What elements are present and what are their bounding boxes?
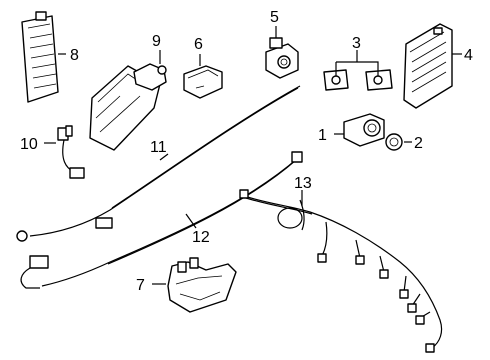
callout-13: 13: [294, 175, 312, 192]
callout-1: 1: [318, 127, 327, 144]
part-1-parking-sensor: [334, 113, 385, 147]
part-13-bumper-harness: [239, 189, 443, 353]
callout-2: 2: [414, 135, 423, 152]
callout-8: 8: [70, 47, 79, 64]
part-11-cable: [16, 85, 301, 242]
callout-9: 9: [152, 33, 161, 50]
part-12-cable: [20, 151, 303, 289]
part-9-actuator: [89, 50, 167, 151]
callout-12: 12: [192, 229, 210, 246]
part-2-seal-ring: [385, 133, 412, 151]
part-10-harness: [44, 125, 85, 179]
callout-4: 4: [464, 47, 473, 64]
callout-11: 11: [150, 139, 167, 156]
part-5-sensor: [265, 26, 299, 79]
part-8-module: [21, 11, 66, 103]
callout-7: 7: [136, 277, 145, 294]
part-3-sensor-plates: [323, 50, 393, 91]
callout-3: 3: [352, 35, 361, 52]
callout-5: 5: [270, 9, 279, 26]
part-7-bracket: [152, 257, 237, 313]
callout-10: 10: [20, 136, 38, 153]
part-6-connector: [183, 54, 223, 99]
part-4-control-unit: [403, 23, 462, 109]
callout-6: 6: [194, 36, 203, 53]
